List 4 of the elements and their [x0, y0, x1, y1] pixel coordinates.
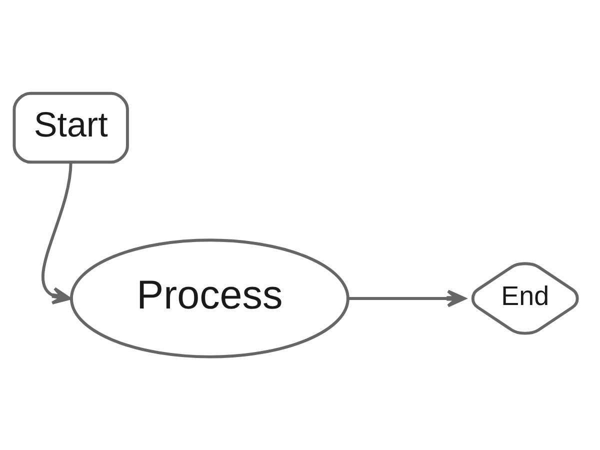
arrow [348, 290, 466, 308]
arrow [42, 162, 72, 304]
node-ellipse: Process [70, 238, 350, 358]
node-box: Start [12, 92, 129, 164]
